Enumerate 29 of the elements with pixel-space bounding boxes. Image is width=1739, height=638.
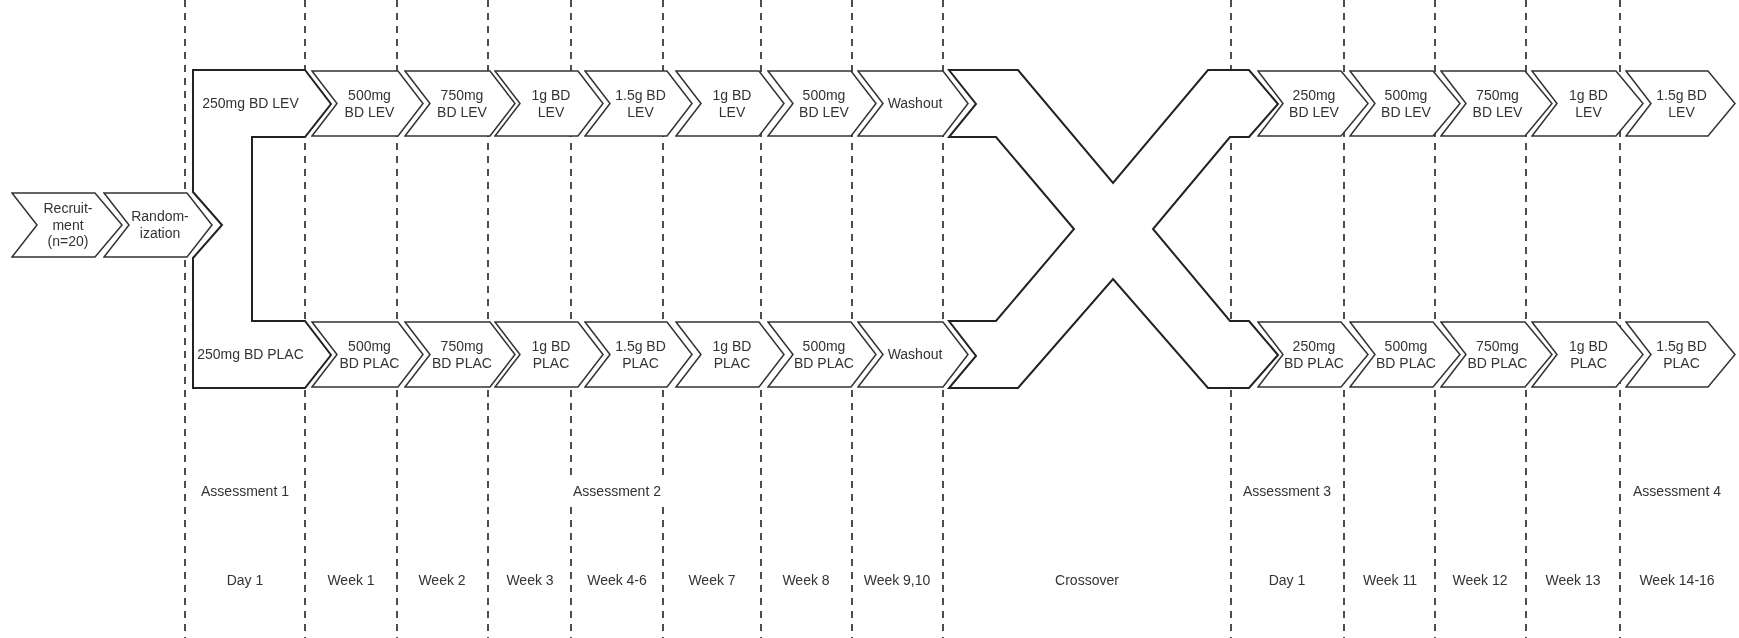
step-label: 750mg BD LEV [1471, 86, 1524, 121]
step-label: 1.5g BD PLAC [614, 337, 667, 372]
step-label: Recruit- ment (n=20) [42, 199, 94, 251]
step-label: Washout [887, 95, 943, 112]
step-label: 1g BD LEV [1568, 86, 1609, 121]
step-label: 1.5g BD PLAC [1655, 337, 1708, 372]
step-label: 250mg BD PLAC [197, 345, 304, 364]
assessment-label: Assessment 2 [569, 480, 665, 502]
step-label: Washout [887, 346, 943, 363]
step-label: 1g BD PLAC [711, 337, 753, 372]
step-label: 750mg BD PLAC [1467, 337, 1528, 372]
step-label: 500mg BD PLAC [338, 337, 401, 372]
step-label: 500mg BD PLAC [794, 337, 854, 372]
step-label: 250mg BD LEV [202, 94, 299, 113]
step-label: 750mg BD PLAC [431, 337, 493, 372]
step-label: 1g BD PLAC [530, 337, 572, 372]
step-label: 500mg BD LEV [343, 86, 396, 121]
step-label: 1.5g BD LEV [1655, 86, 1708, 121]
step-label: 1g BD LEV [711, 86, 753, 121]
step-label: 250mg BD PLAC [1284, 337, 1344, 372]
step-label: 250mg BD LEV [1288, 86, 1340, 121]
step-label: 750mg BD LEV [436, 86, 488, 121]
step-label: 500mg BD PLAC [1376, 337, 1436, 372]
step-label: 1.5g BD LEV [614, 86, 667, 121]
step-label: 1g BD PLAC [1568, 337, 1609, 372]
step-label: Random- ization [130, 208, 190, 242]
step-label: 500mg BD LEV [798, 86, 850, 121]
step-label: 1g BD LEV [530, 86, 572, 121]
step-label: 500mg BD LEV [1380, 86, 1432, 121]
